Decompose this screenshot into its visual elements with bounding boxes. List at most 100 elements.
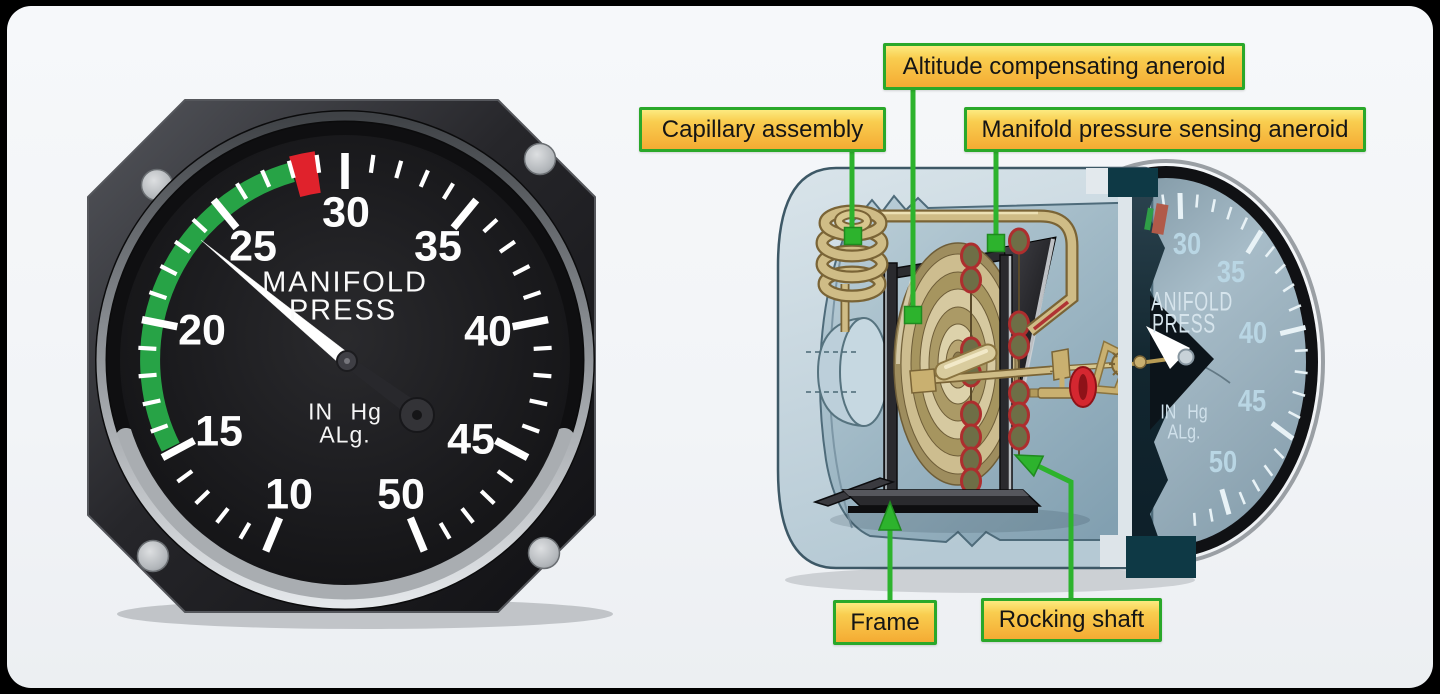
link-bracket [1051,348,1071,381]
tick-mark [191,217,208,234]
leader-endpoint-altitude [903,305,923,325]
chrome-ring [96,111,594,609]
dial-title-line1: MANIFOLD [262,266,428,299]
neck-band-top [1086,168,1110,194]
tick-mark [1192,512,1197,526]
tick-mark [1210,199,1217,213]
tick-mark [1245,229,1264,255]
tick-mark [1263,464,1274,477]
tick-mark [460,507,475,524]
tick-mark [160,437,196,461]
callout-altitude-compensating-aneroid: Altitude compensating aneroid [883,43,1245,90]
screw-top-right [523,142,557,176]
shaft-bearing [1133,355,1147,369]
capillary-tube [878,209,1079,337]
tick-mark [522,290,542,301]
clamp-block-top [1108,168,1158,197]
leader-rocking [1036,463,1074,600]
callout-rocking-shaft: Rocking shaft [981,598,1162,642]
tick-mark [533,345,552,351]
tick-mark [235,182,249,200]
tick-mark [141,315,179,331]
leader-arrow-rocking [1013,454,1045,478]
tick-mark [1264,245,1276,258]
dial-number: 40 [464,307,512,356]
tick-mark [533,372,552,379]
neck-band-bottom [1100,535,1128,567]
dial-number: 20 [178,306,226,355]
plate-highlight [1022,238,1055,384]
aneroid-center-shaft [909,343,1053,394]
leader-endpoint-capillary [843,226,863,246]
tick-mark [1238,491,1246,505]
valve-fitting [1037,387,1075,399]
screw-bottom-right [527,536,561,570]
dial-title-line2: PRESS [288,294,398,327]
tick-mark [1287,410,1301,419]
tick-mark [260,169,272,188]
tick-mark [286,160,296,179]
tick-mark [150,423,169,434]
tick-mark [529,398,548,407]
tick-mark [138,345,157,351]
callout-manifold-pressure-sensing-aneroid: Manifold pressure sensing aneroid [964,107,1366,152]
dial-number: 35 [414,222,462,271]
case-neck [1118,176,1134,562]
tick-mark [394,160,404,179]
right-dial-unit-line2: ALg. [1167,421,1201,444]
dial-number: 35 [1216,254,1246,289]
tick-mark [210,197,240,231]
tick-mark [1270,421,1295,441]
tick-mark [314,154,322,174]
tick-mark [138,372,157,379]
dial-number: 50 [1208,444,1238,479]
tick-mark [1282,283,1295,293]
tick-mark [1294,370,1308,375]
right-dial-title-line2: PRESS [1152,308,1216,339]
tick-mark [521,423,540,434]
tick-mark [406,516,428,553]
capillary-assembly-coil [815,204,889,303]
tick-mark [441,182,455,200]
tick-mark [1177,192,1184,220]
tick-mark [1279,324,1307,336]
dial-number: 15 [195,407,243,456]
bezel-bottom-flange [115,428,575,604]
tick-mark [176,469,194,484]
screw-bottom-left [136,539,170,573]
tick-mark [1288,304,1302,312]
left-dial-ticks [138,153,552,553]
counterweight-pin [412,410,422,420]
tick-mark [450,197,480,231]
tick-mark [438,521,452,540]
tick-mark [1273,447,1285,460]
callout-capillary-assembly: Capillary assembly [639,107,886,152]
dial-number: 30 [322,188,370,237]
tick-mark [368,154,376,174]
right-dial-ticks [1161,192,1308,526]
tick-mark [494,437,530,461]
tick-mark [1240,217,1249,230]
tick-mark [479,489,496,505]
tick-mark [262,516,284,553]
tick-mark [148,290,168,301]
tick-mark [496,469,514,484]
right-dial-green-mark [1144,207,1154,231]
dial-number: 10 [265,470,313,519]
callout-leaders [849,88,1074,601]
case-port-cylinder [806,317,889,427]
right-pointer-hub [1177,348,1195,366]
tick-mark [1292,390,1306,398]
frame-base [812,477,1042,513]
tick-mark [1274,263,1286,275]
tick-mark [142,398,161,407]
right-dial-unit-line1: IN Hg [1160,401,1208,424]
red-mark [289,151,322,198]
right-dial-title-line1: ANIFOLD [1151,286,1233,317]
tick-mark [215,507,230,524]
needle-counterweight-arm [343,356,419,416]
tick-mark [512,264,531,277]
dial-number: 50 [377,470,425,519]
tick-mark [498,239,517,254]
tick-mark [238,521,252,540]
